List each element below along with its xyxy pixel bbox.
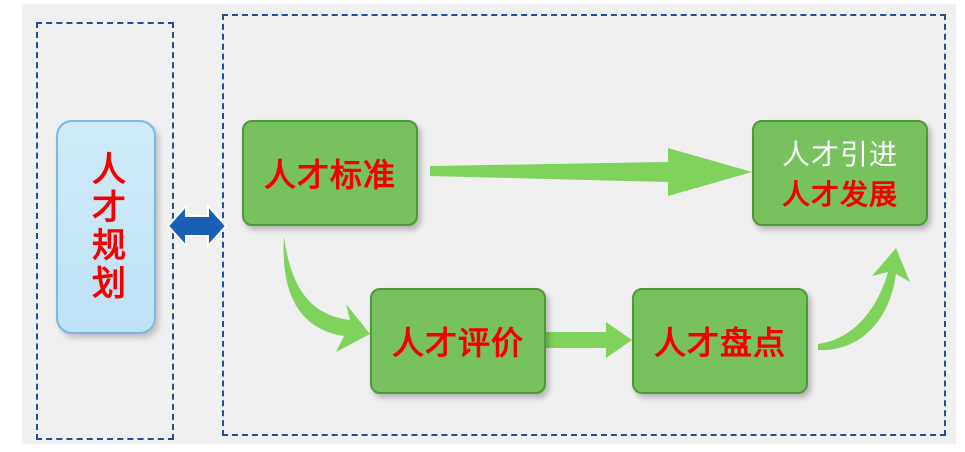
node-talent-standard-label: 人才标准 — [263, 156, 396, 194]
node-talent-development-label: 人才发展 — [781, 178, 898, 211]
arrow-evaluate-to-inventory — [546, 322, 632, 358]
node-talent-standard: 人才标准 — [242, 120, 418, 226]
talent-planning-box: 人才规划 — [56, 120, 156, 334]
node-talent-inventory: 人才盘点 — [632, 288, 808, 394]
bidirectional-connector-icon — [166, 203, 228, 249]
talent-planning-label: 人才规划 — [85, 151, 126, 303]
node-talent-introduction-label: 人才引进 — [781, 138, 898, 171]
arrow-standard-to-evaluate — [283, 236, 370, 352]
node-talent-evaluation-label: 人才评价 — [391, 324, 524, 362]
node-talent-evaluation: 人才评价 — [370, 288, 546, 394]
node-talent-inventory-label: 人才盘点 — [653, 324, 786, 362]
node-talent-development: 人才引进 人才发展 — [752, 120, 928, 226]
arrow-standard-to-develop — [430, 148, 752, 196]
arrow-inventory-to-develop — [818, 248, 910, 351]
